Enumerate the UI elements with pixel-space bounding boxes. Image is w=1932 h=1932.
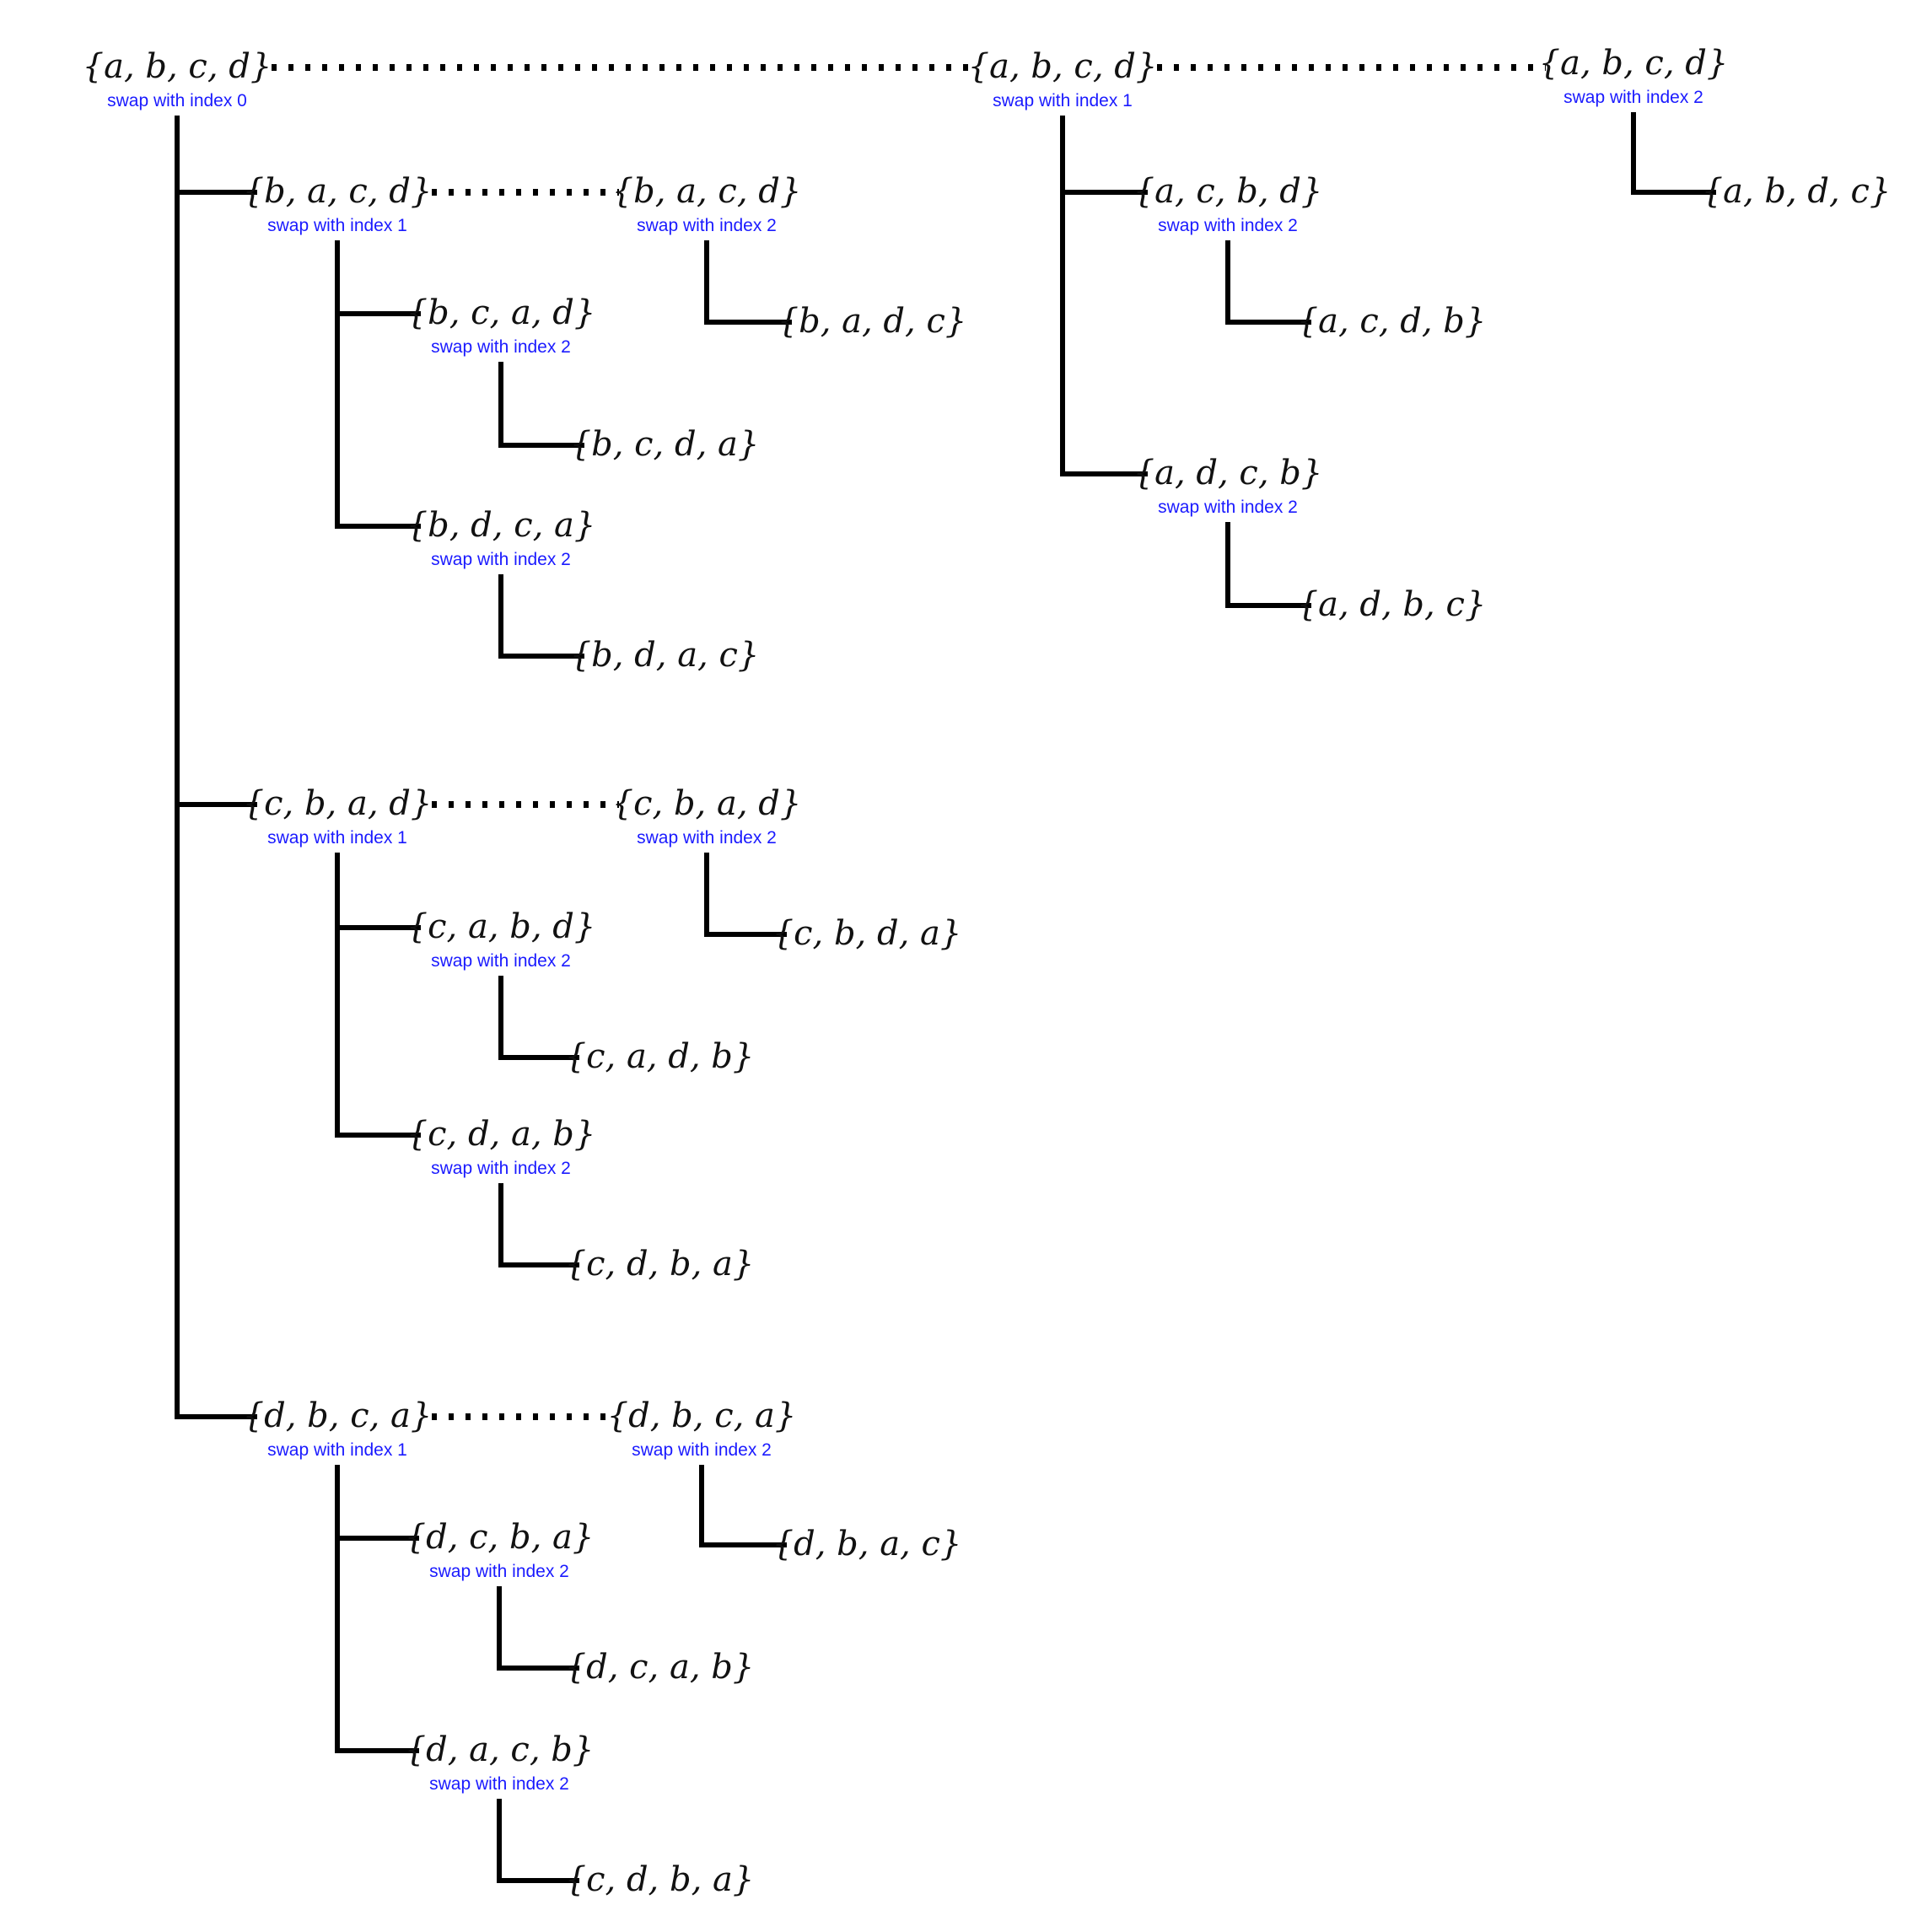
tree-node: {a, d, b, c} [1297, 585, 1487, 624]
node-set: {c, b, a, d} [612, 784, 802, 823]
tree-connector [498, 362, 584, 448]
tree-node: {b, a, d, c} [778, 302, 967, 341]
tree-connector [1060, 116, 1148, 476]
swap-label: swap with index 2 [429, 1562, 569, 1581]
node-set: {b, a, d, c} [778, 302, 967, 341]
node-set: {b, c, a, d} [406, 293, 596, 332]
swap-label: swap with index 2 [431, 951, 571, 971]
node-set: {c, b, a, d} [243, 784, 433, 823]
node-set: {a, b, c, d} [1539, 44, 1729, 83]
tree-node: {b, a, c, d} swap with index 2 [612, 172, 802, 235]
swap-label: swap with index 2 [429, 1774, 569, 1794]
node-set: {d, b, c, a} [243, 1397, 433, 1435]
tree-node: {c, d, b, a} [565, 1245, 755, 1284]
tree-connector [704, 240, 792, 325]
swap-label: swap with index 0 [107, 91, 247, 110]
tree-connector [1225, 522, 1311, 608]
tree-node: {b, c, a, d} swap with index 2 [406, 293, 596, 357]
tree-node: {b, d, c, a} swap with index 2 [406, 506, 596, 569]
node-set: {d, c, a, b} [565, 1648, 755, 1687]
tree-node: {c, a, b, d} swap with index 2 [406, 907, 596, 971]
tree-connector [1225, 240, 1311, 325]
tree-connector [498, 976, 579, 1060]
tree-node: {d, b, a, c} [772, 1525, 962, 1563]
tree-node: {d, b, c, a} swap with index 1 [243, 1397, 433, 1460]
node-set: {b, a, c, d} [612, 172, 802, 211]
swap-label: swap with index 2 [632, 1440, 772, 1460]
tree-node: {c, b, d, a} [772, 914, 962, 953]
swap-label: swap with index 1 [267, 216, 407, 235]
tree-connector [335, 1465, 419, 1753]
node-set: {c, d, b, a} [565, 1245, 755, 1284]
node-set: {c, a, d, b} [565, 1037, 755, 1076]
node-set: {b, d, c, a} [406, 506, 596, 545]
swap-label: swap with index 2 [431, 337, 571, 357]
node-set: {c, b, d, a} [772, 914, 962, 953]
node-set: {a, d, b, c} [1297, 585, 1487, 624]
tree-node: {a, b, c, d} swap with index 0 [83, 47, 272, 110]
node-set: {c, d, b, a} [565, 1860, 755, 1899]
tree-node: {a, b, c, d} swap with index 1 [968, 47, 1158, 110]
node-set: {a, b, c, d} [83, 47, 272, 86]
tree-connector [497, 1799, 579, 1883]
tree-node: {a, d, c, b} swap with index 2 [1133, 454, 1323, 517]
tree-connector [335, 240, 421, 529]
node-set: {d, c, b, a} [405, 1518, 595, 1557]
tree-node: {b, c, d, a} [570, 425, 760, 464]
swap-label: swap with index 2 [637, 216, 777, 235]
swap-label: swap with index 1 [993, 91, 1133, 110]
node-set: {c, d, a, b} [406, 1115, 596, 1154]
tree-node: {a, c, d, b} [1297, 302, 1487, 341]
tree-node: {d, c, b, a} swap with index 2 [405, 1518, 595, 1581]
swap-label: swap with index 2 [1158, 216, 1298, 235]
tree-connector [498, 1183, 579, 1267]
swap-label: swap with index 1 [267, 828, 407, 848]
tree-node: {b, d, a, c} [570, 636, 760, 675]
node-set: {a, b, c, d} [968, 47, 1158, 86]
tree-node: {d, a, c, b} swap with index 2 [405, 1730, 595, 1794]
tree-node: {a, c, b, d} swap with index 2 [1133, 172, 1323, 235]
node-set: {a, c, d, b} [1297, 302, 1487, 341]
node-set: {c, a, b, d} [406, 907, 596, 946]
node-set: {d, b, a, c} [772, 1525, 962, 1563]
swap-label: swap with index 1 [267, 1440, 407, 1460]
tree-node: {c, b, a, d} swap with index 1 [243, 784, 433, 848]
tree-connector [704, 853, 787, 937]
node-set: {d, b, c, a} [607, 1397, 797, 1435]
tree-node: {c, b, a, d} swap with index 2 [612, 784, 802, 848]
swap-label: swap with index 2 [431, 1159, 571, 1178]
node-set: {a, d, c, b} [1133, 454, 1323, 492]
tree-node: {c, a, d, b} [565, 1037, 755, 1076]
node-set: {b, a, c, d} [243, 172, 433, 211]
tree-connector [1631, 112, 1716, 195]
swap-label: swap with index 2 [1563, 88, 1703, 107]
node-set: {b, d, a, c} [570, 636, 760, 675]
tree-connector [335, 853, 421, 1138]
tree-node: {c, d, b, a} [565, 1860, 755, 1899]
tree-node: {a, b, d, c} [1702, 172, 1892, 211]
node-set: {b, c, d, a} [570, 425, 760, 464]
tree-node: {a, b, c, d} swap with index 2 [1539, 44, 1729, 107]
swap-label: swap with index 2 [1158, 498, 1298, 517]
node-set: {d, a, c, b} [405, 1730, 595, 1769]
swap-label: swap with index 2 [431, 550, 571, 569]
node-layer: {a, b, c, d}swap with index 0{a, b, c, d… [83, 44, 1892, 1899]
tree-node: {d, b, c, a} swap with index 2 [607, 1397, 797, 1460]
tree-connector [497, 1586, 579, 1671]
swap-label: swap with index 2 [637, 828, 777, 848]
tree-connector [699, 1465, 787, 1547]
node-set: {a, b, d, c} [1702, 172, 1892, 211]
tree-node: {b, a, c, d} swap with index 1 [243, 172, 433, 235]
tree-connector [175, 116, 257, 807]
tree-node: {c, d, a, b} swap with index 2 [406, 1115, 596, 1178]
tree-connector [175, 116, 257, 1419]
node-set: {a, c, b, d} [1133, 172, 1323, 211]
tree-node: {d, c, a, b} [565, 1648, 755, 1687]
tree-connector [498, 574, 584, 659]
connector-layer [175, 64, 1716, 1883]
